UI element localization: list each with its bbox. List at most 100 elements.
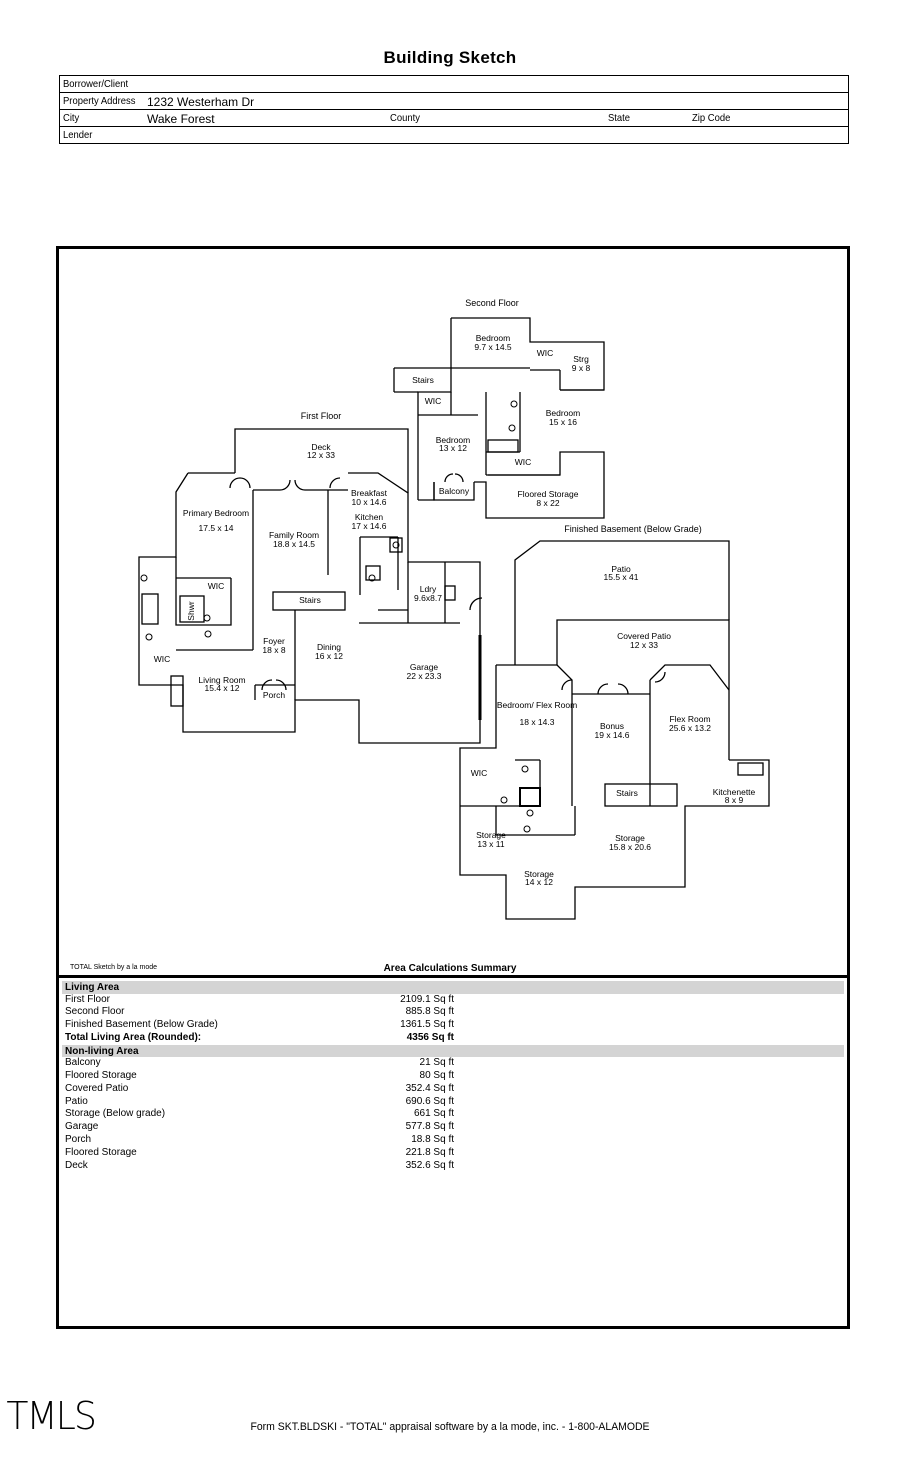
borrower-label: Borrower/Client: [63, 78, 129, 90]
room-size: 12 x 33: [307, 450, 335, 460]
room-name: Family Room: [269, 530, 319, 540]
area-label: Patio: [65, 1095, 88, 1107]
room-size: 12 x 33: [630, 640, 658, 650]
area-value: 80 Sq ft: [419, 1069, 454, 1081]
area-value: 2109.1 Sq ft: [400, 993, 454, 1005]
table-row: Patio 690.6 Sq ft: [62, 1096, 844, 1109]
room-name: Covered Patio: [617, 631, 671, 641]
area-value: 221.8 Sq ft: [405, 1146, 454, 1158]
area-value: 577.8 Sq ft: [405, 1121, 454, 1133]
room-size: 25.6 x 13.2: [669, 723, 711, 733]
room-size: 18 x 8: [262, 645, 285, 655]
address-label: Property Address: [63, 95, 136, 107]
area-value: 690.6 Sq ft: [405, 1095, 454, 1107]
room-name: Kitchenette: [713, 787, 756, 797]
room-name: Deck: [311, 442, 331, 452]
table-row: Storage (Below grade) 661 Sq ft: [62, 1108, 844, 1121]
lender-label: Lender: [63, 129, 93, 141]
area-value: 352.4 Sq ft: [405, 1082, 454, 1094]
room-size: 18 x 14.3: [520, 717, 555, 727]
room-name: Stairs: [412, 375, 434, 385]
room-name: WIC: [208, 581, 225, 591]
borrower-row: Borrower/Client: [60, 76, 848, 93]
area-summary-title: Area Calculations Summary: [383, 963, 517, 974]
room-size: 17.5 x 14: [199, 523, 234, 533]
room-name: WIC: [471, 768, 488, 778]
area-label: First Floor: [65, 993, 110, 1005]
room-name: WIC: [537, 348, 554, 358]
room-name: Storage: [615, 833, 645, 843]
room-size: 15 x 16: [549, 417, 577, 427]
room-name: Shwr: [186, 601, 196, 621]
tmls-logo: TMLS: [6, 1394, 97, 1438]
area-summary-table: Living Area First Floor 2109.1 Sq ft Sec…: [62, 981, 844, 1172]
total-row: Total Living Area (Rounded): 4356 Sq ft: [62, 1032, 844, 1045]
table-row: Garage 577.8 Sq ft: [62, 1121, 844, 1134]
area-value: 21 Sq ft: [419, 1057, 454, 1069]
room-size: 22 x 23.3: [407, 671, 442, 681]
room-name: Bedroom: [476, 333, 511, 343]
room-name: Strg: [573, 354, 589, 364]
room-size: 9.6x8.7: [414, 593, 442, 603]
room-name: Bonus: [600, 721, 624, 731]
room-size: 14 x 12: [525, 877, 553, 887]
property-info-table: Borrower/Client Property Address 1232 We…: [59, 75, 849, 144]
table-row: Covered Patio 352.4 Sq ft: [62, 1083, 844, 1096]
state-label: State: [608, 112, 631, 124]
room-size: 10 x 14.6: [352, 497, 387, 507]
room-name: Ldry: [420, 584, 437, 594]
room-name: Floored Storage: [518, 489, 579, 499]
room-size: 18.8 x 14.5: [273, 539, 315, 549]
room-size: 8 x 9: [725, 795, 744, 805]
area-label: Second Floor: [65, 1006, 125, 1018]
lender-row: Lender: [60, 127, 848, 143]
room-name: Storage: [476, 830, 506, 840]
area-label: Balcony: [65, 1057, 101, 1069]
table-row: Floored Storage 221.8 Sq ft: [62, 1147, 844, 1160]
table-row: Second Floor 885.8 Sq ft: [62, 1006, 844, 1019]
room-name: Stairs: [299, 595, 321, 605]
city-value: Wake Forest: [147, 112, 215, 126]
room-name: WIC: [425, 396, 442, 406]
room-size: 9 x 8: [572, 363, 591, 373]
room-name: Dining: [317, 642, 341, 652]
room-name: Garage: [410, 662, 439, 672]
room-name: Living Room: [198, 675, 245, 685]
area-label: Deck: [65, 1159, 88, 1171]
nonliving-area-heading: Non-living Area: [62, 1044, 844, 1058]
city-row: City Wake Forest County State Zip Code: [60, 110, 848, 127]
address-row: Property Address 1232 Westerham Dr: [60, 93, 848, 110]
room-name: Breakfast: [351, 488, 388, 498]
room-size: 15.4 x 12: [205, 683, 240, 693]
table-row: Floored Storage 80 Sq ft: [62, 1070, 844, 1083]
room-name: WIC: [154, 654, 171, 664]
page-title: Building Sketch: [383, 48, 517, 67]
county-label: County: [390, 112, 420, 124]
area-label: Finished Basement (Below Grade): [65, 1019, 218, 1031]
area-label: Floored Storage: [65, 1146, 137, 1158]
room-name: Primary Bedroom: [183, 508, 249, 518]
room-size: 8 x 22: [536, 498, 559, 508]
room-size: 9.7 x 14.5: [474, 342, 512, 352]
city-label: City: [63, 112, 80, 124]
area-value: 1361.5 Sq ft: [400, 1019, 454, 1031]
room-name: Storage: [524, 869, 554, 879]
sketch-credit: TOTAL Sketch by a la mode: [70, 964, 158, 971]
area-label: Porch: [65, 1133, 92, 1145]
area-value: 661 Sq ft: [413, 1108, 454, 1120]
form-footer: Form SKT.BLDSKI - "TOTAL" appraisal soft…: [250, 1421, 650, 1433]
table-row: Balcony 21 Sq ft: [62, 1057, 844, 1070]
room-name: Stairs: [616, 788, 638, 798]
room-name: Bedroom: [436, 435, 471, 445]
floor-plan-sketch: Second Floor First Floor Finished Baseme…: [138, 298, 770, 920]
room-size: 13 x 12: [439, 443, 467, 453]
room-name: Patio: [611, 564, 631, 574]
table-row: First Floor 2109.1 Sq ft: [62, 994, 844, 1007]
table-row: Finished Basement (Below Grade) 1361.5 S…: [62, 1019, 844, 1032]
second-floor-title: Second Floor: [465, 298, 519, 308]
room-name: Flex Room: [669, 714, 710, 724]
area-label: Floored Storage: [65, 1069, 137, 1081]
total-label: Total Living Area (Rounded):: [65, 1031, 202, 1043]
room-name: Foyer: [263, 636, 285, 646]
room-size: 17 x 14.6: [352, 521, 387, 531]
